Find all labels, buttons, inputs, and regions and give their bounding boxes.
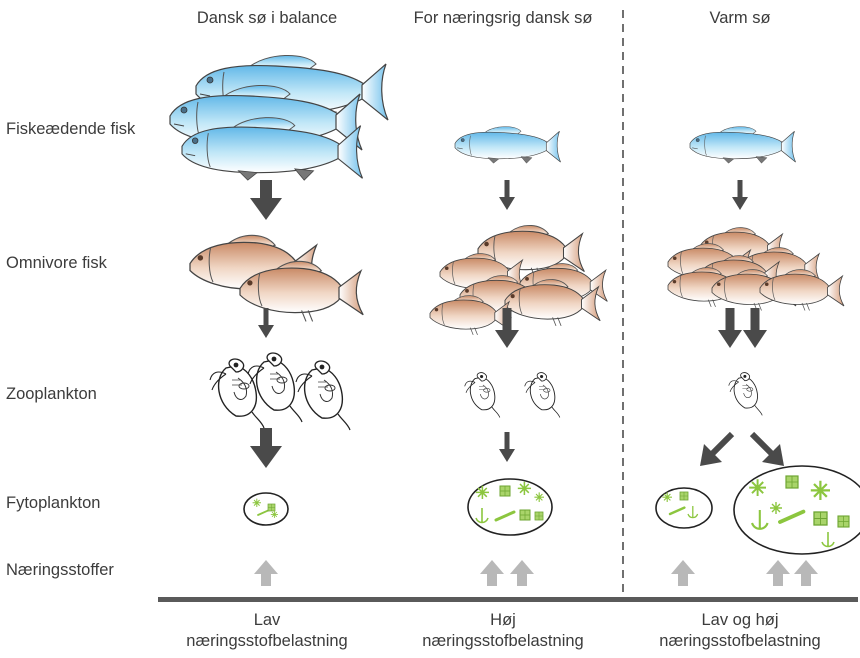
- omnivore-fish-group-1: [189, 234, 364, 323]
- bottom-label-low-line1: Lav: [253, 611, 281, 629]
- omnivore-fish-group-2: [429, 224, 608, 336]
- nutrient-arrow-up: [480, 560, 504, 586]
- row-label-nutrients: Næringsstoffer: [6, 561, 114, 579]
- bottom-label-low-and-high-line2: næringsstofbelastning: [659, 632, 821, 650]
- bottom-label-low-and-high-line1: Lav og høj: [701, 611, 779, 629]
- nutrient-arrow-up: [766, 560, 790, 586]
- phytoplankton-cell-small-1: [243, 492, 289, 526]
- nutrient-arrow-up: [510, 560, 534, 586]
- predatory-fish-single-2: [454, 126, 561, 164]
- arrow-down-medium: [718, 308, 742, 348]
- predatory-fish-group-1: [169, 54, 389, 181]
- bottom-label-high: Høj næringsstofbelastning: [422, 610, 583, 652]
- bottom-label-low: Lav næringsstofbelastning: [186, 610, 347, 652]
- arrow-diagonal-right: [749, 431, 784, 466]
- zooplankton-group-1: [209, 352, 351, 431]
- omnivore-fish-group-3: [667, 227, 845, 311]
- arrow-down-small: [499, 432, 515, 462]
- column-title-nutrient-rich: For næringsrig dansk sø: [413, 9, 593, 27]
- predatory-fish-single-3: [689, 126, 796, 164]
- nutrient-arrow-up: [671, 560, 695, 586]
- bottom-label-low-line2: næringsstofbelastning: [186, 632, 348, 650]
- arrow-diagonal-left: [700, 431, 735, 466]
- baseline-bar: [158, 597, 858, 602]
- arrow-down-large: [250, 180, 282, 220]
- phytoplankton-cell-medium-3: [655, 487, 713, 529]
- arrow-down-small: [732, 180, 748, 210]
- column-title-warm: Varm sø: [709, 9, 771, 27]
- row-label-phytoplankton: Fytoplankton: [6, 494, 101, 512]
- nutrient-arrow-up: [254, 560, 278, 586]
- phytoplankton-cell-xlarge-3: [733, 465, 860, 555]
- zooplankton-group-2: [464, 372, 561, 418]
- nutrient-arrow-up: [794, 560, 818, 586]
- zooplankton-single-3: [728, 372, 763, 416]
- arrow-down-medium: [743, 308, 767, 348]
- bottom-label-low-and-high: Lav og høj næringsstofbelastning: [659, 610, 820, 652]
- phytoplankton-cell-large-2: [467, 478, 553, 536]
- row-label-predatory-fish: Fiskeædende fisk: [6, 120, 136, 138]
- row-label-omnivore-fish: Omnivore fisk: [6, 254, 107, 272]
- bottom-label-high-line1: Høj: [490, 611, 516, 629]
- arrow-down-small: [499, 180, 515, 210]
- row-label-zooplankton: Zooplankton: [6, 385, 97, 403]
- arrow-down-small: [258, 308, 274, 338]
- column-title-balance: Dansk sø i balance: [196, 9, 338, 27]
- bottom-label-high-line2: næringsstofbelastning: [422, 632, 584, 650]
- arrow-down-large: [250, 428, 282, 468]
